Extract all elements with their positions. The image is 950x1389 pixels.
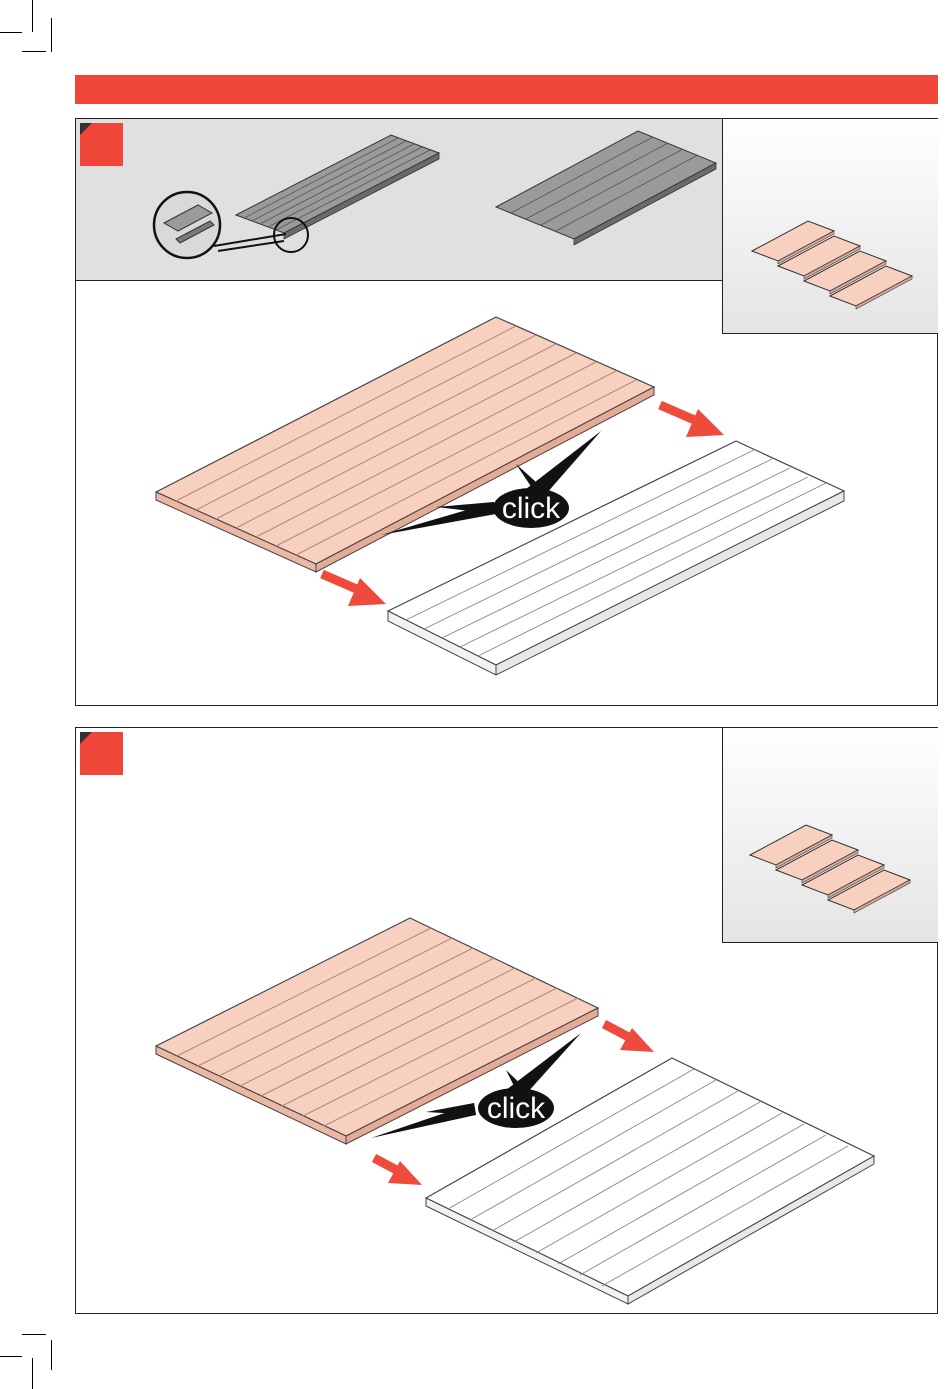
grey-panel-part-left	[236, 135, 439, 239]
part-count-panels	[752, 221, 912, 309]
click-label: click	[487, 1092, 546, 1125]
crop-mark-bottom-left-h	[22, 1334, 46, 1335]
crop-mark-bottom-left-h2	[0, 1356, 22, 1357]
grey-panel-part-right	[496, 131, 716, 245]
section-header-bar	[75, 75, 938, 104]
red-arrow-icon	[660, 405, 724, 437]
crop-mark-top-left-h2	[22, 51, 46, 52]
step-2-illustration: click	[76, 728, 937, 1313]
step-1-illustration: click	[76, 119, 937, 705]
crop-mark-bottom-left-v	[51, 1340, 52, 1370]
part-count-panels	[750, 825, 910, 913]
click-label: click	[502, 492, 561, 525]
red-arrow-icon	[374, 1158, 422, 1185]
crop-mark-top-left-v	[32, 0, 33, 32]
red-arrow-icon	[604, 1024, 654, 1052]
step-panel-1: click	[75, 118, 938, 706]
crop-mark-top-left-v2	[51, 18, 52, 52]
crop-mark-top-left-h	[0, 32, 22, 33]
red-arrow-icon	[322, 574, 386, 606]
step-panel-2: click	[75, 727, 938, 1314]
crop-mark-bottom-left-v2	[32, 1358, 33, 1389]
